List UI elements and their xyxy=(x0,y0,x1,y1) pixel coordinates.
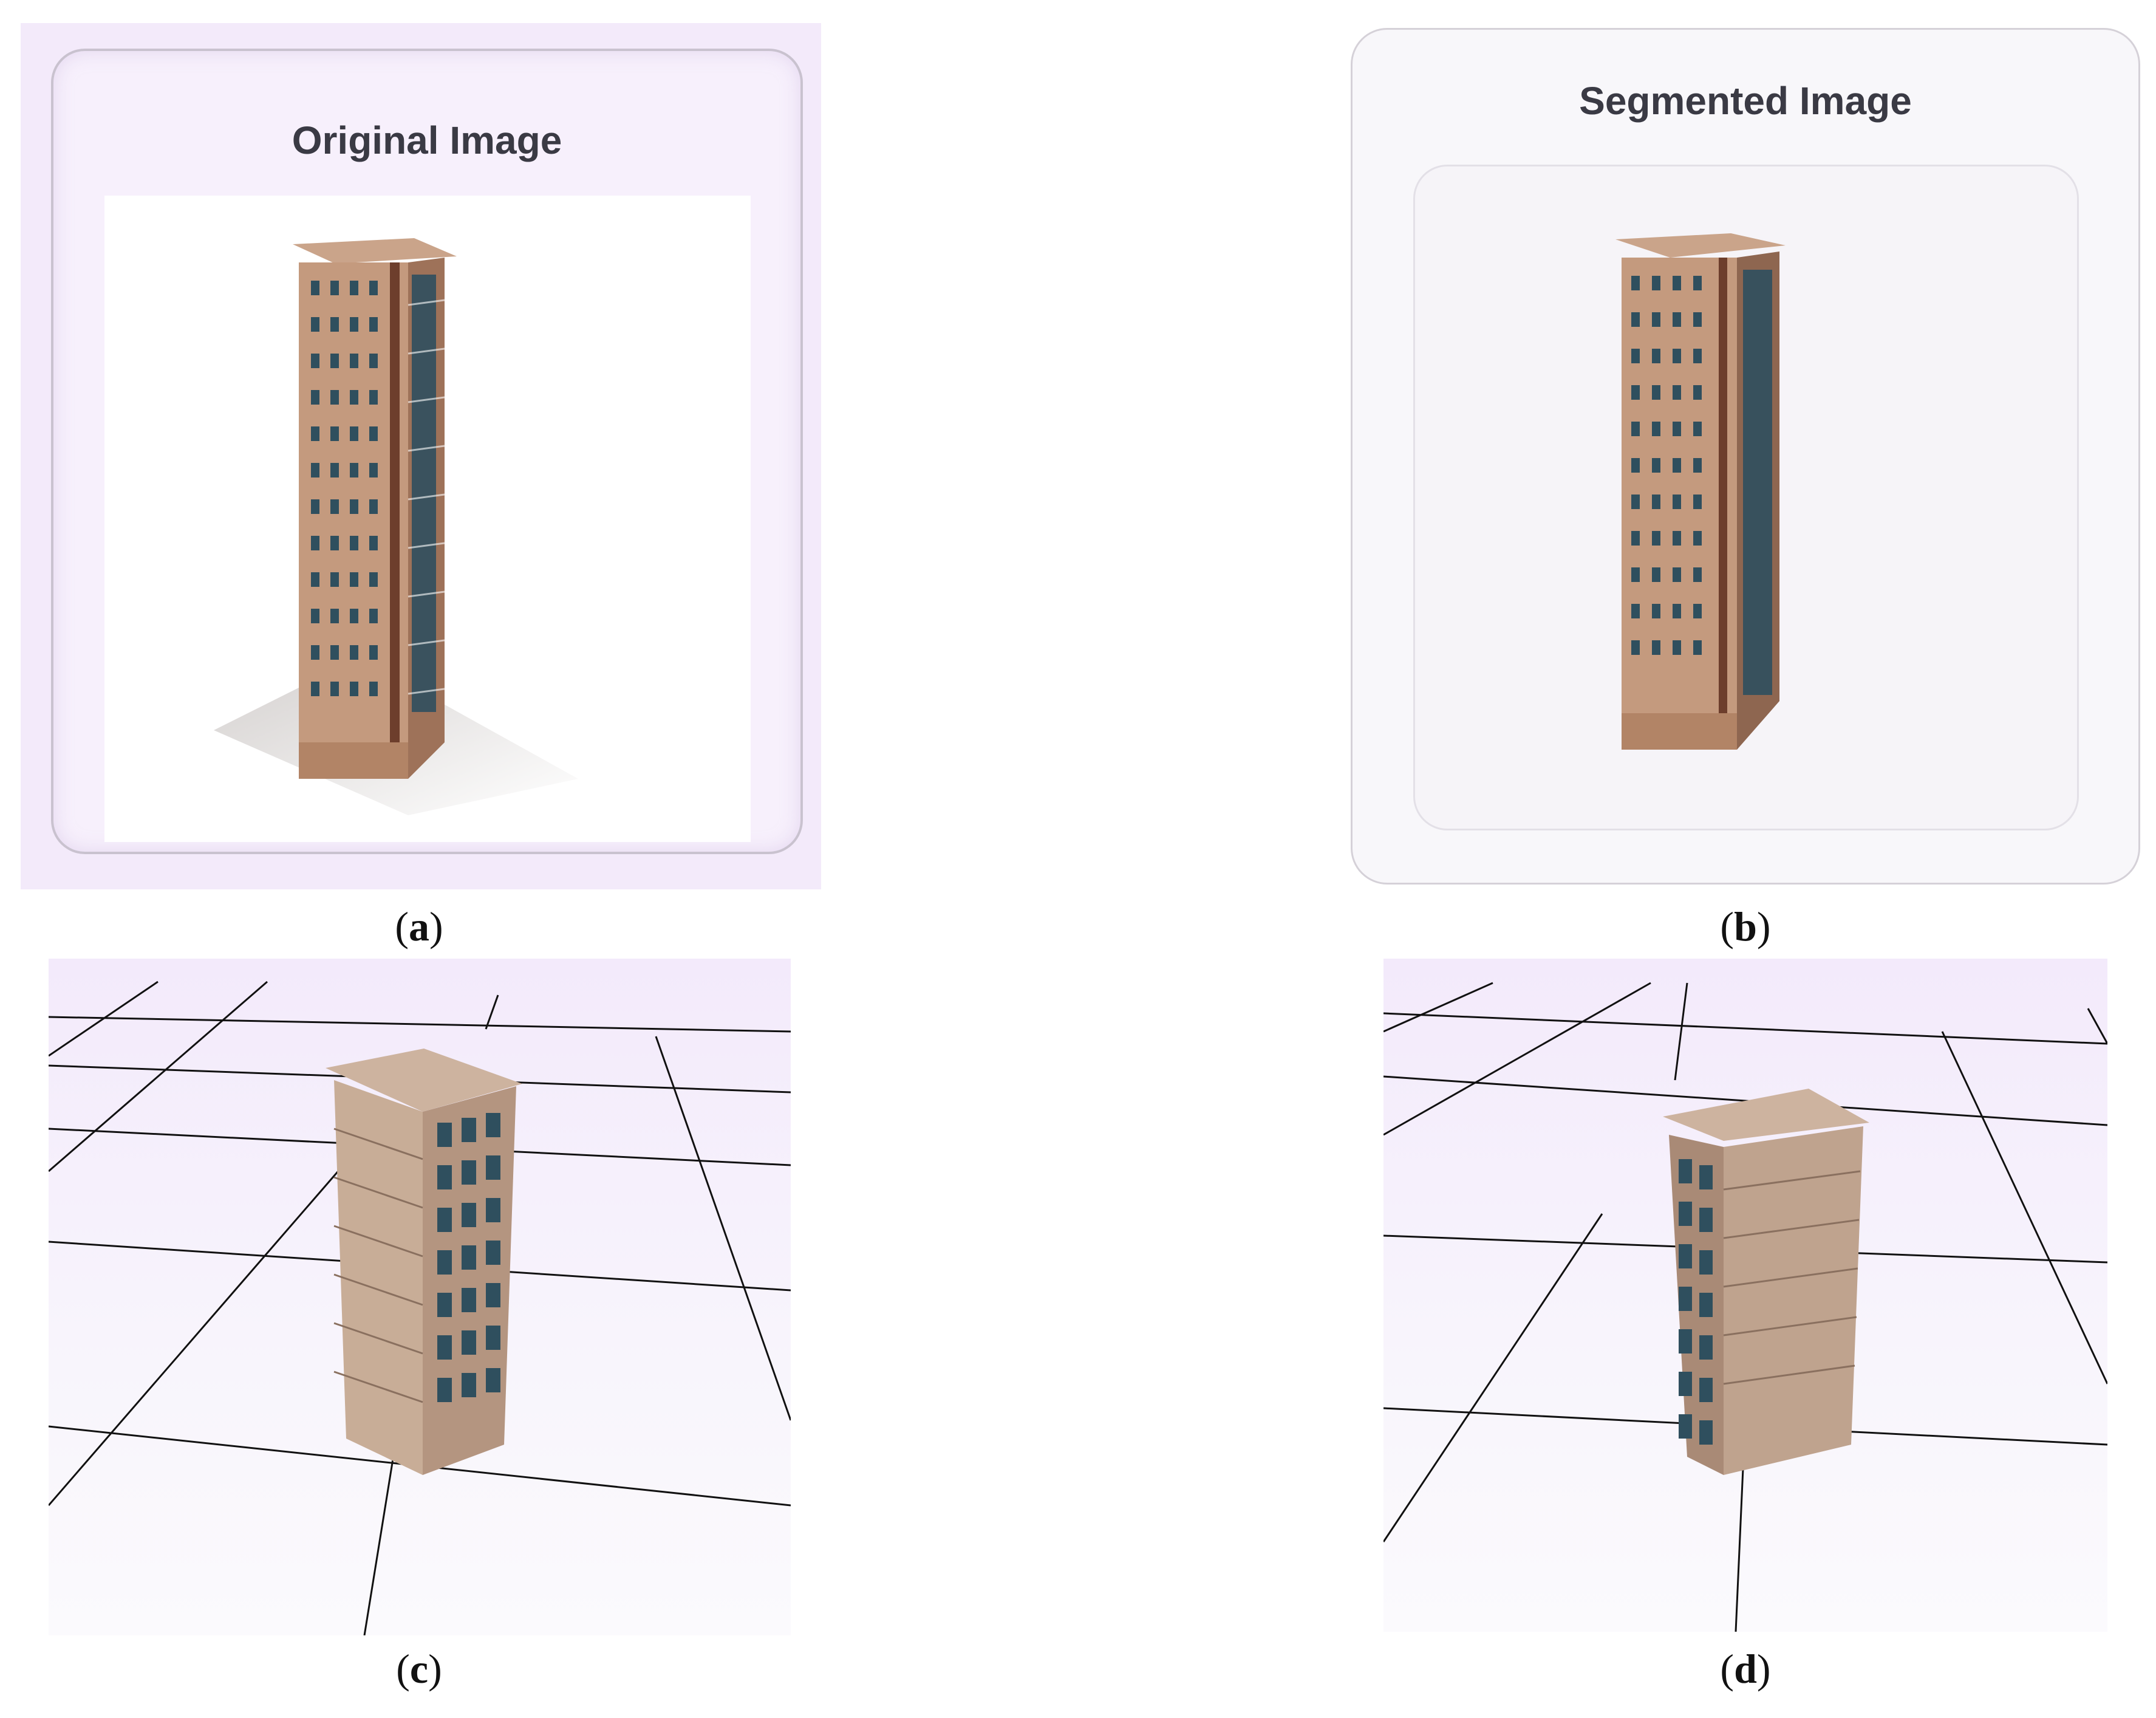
grid-floor xyxy=(49,980,791,1635)
caption-c-letter: c xyxy=(409,1646,429,1692)
3d-scene-front xyxy=(49,959,791,1635)
caption-b: (b) xyxy=(1685,903,1806,951)
building-icon xyxy=(1663,1089,1869,1475)
building-icon xyxy=(326,1049,522,1475)
caption-a-letter: a xyxy=(409,903,429,950)
grid-floor xyxy=(1383,982,2107,1632)
original-image-title: Original Image xyxy=(292,118,562,162)
building-icon xyxy=(214,238,578,815)
caption-d-open: ( xyxy=(1720,1646,1735,1692)
caption-d-letter: d xyxy=(1734,1646,1757,1692)
panel-3d-view-front xyxy=(49,959,791,1635)
caption-c: (c) xyxy=(358,1645,480,1693)
3d-scene-back xyxy=(1383,959,2107,1632)
caption-a-close: ) xyxy=(429,903,443,950)
original-image-canvas xyxy=(104,196,751,842)
caption-a-open: ( xyxy=(395,903,409,950)
caption-b-close: ) xyxy=(1756,903,1771,950)
caption-d: (d) xyxy=(1685,1645,1806,1693)
caption-d-close: ) xyxy=(1756,1646,1771,1692)
caption-a: (a) xyxy=(358,903,480,951)
caption-c-open: ( xyxy=(396,1646,410,1692)
segmented-image-card: Segmented Image xyxy=(1351,28,2140,885)
caption-c-close: ) xyxy=(428,1646,442,1692)
panel-3d-view-back xyxy=(1383,959,2107,1632)
segmented-image-canvas xyxy=(1413,165,2079,830)
original-image-card: Original Image xyxy=(51,49,803,854)
caption-b-open: ( xyxy=(1720,903,1735,950)
segmented-image-title: Segmented Image xyxy=(1579,79,1912,123)
panel-segmented: Segmented Image xyxy=(1351,28,2140,885)
panel-original: Original Image xyxy=(21,23,821,889)
building-icon xyxy=(1615,233,1786,750)
caption-b-letter: b xyxy=(1734,903,1757,950)
